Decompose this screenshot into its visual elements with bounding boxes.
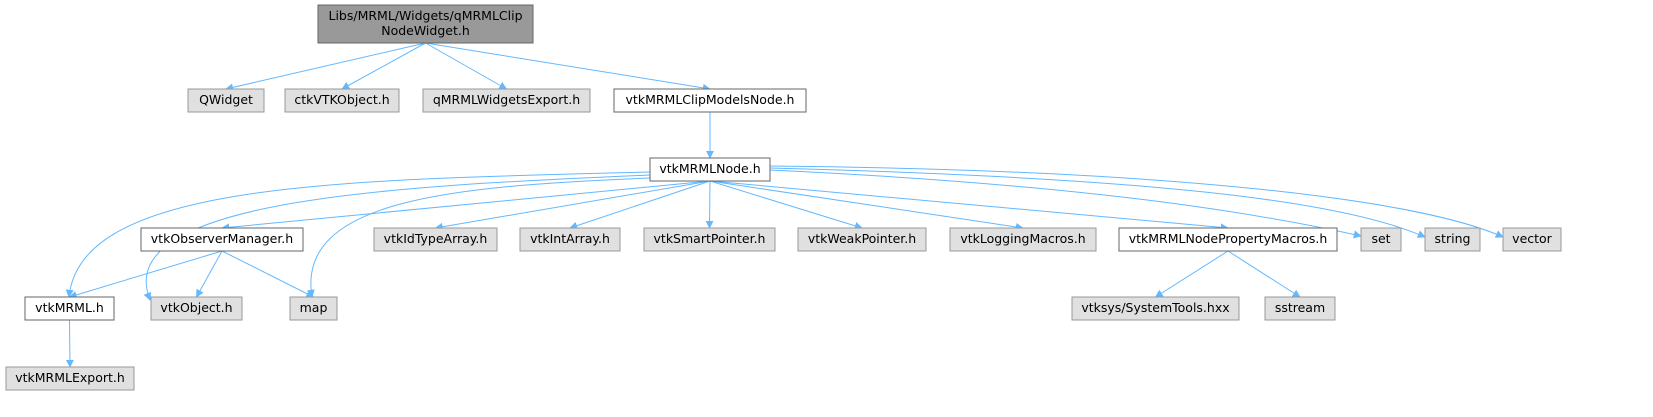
node-qmrmlwidgetsexport[interactable]: qMRMLWidgetsExport.h: [422, 88, 591, 113]
node-box: [1264, 296, 1336, 321]
edge-vtkmrmlnode-to-vtkobservermanager: [221, 180, 711, 232]
node-vtkmrmlnode[interactable]: vtkMRMLNode.h: [649, 157, 771, 182]
node-set[interactable]: set: [1360, 227, 1402, 252]
edges-layer: [65, 42, 1504, 368]
node-box: [1360, 227, 1402, 252]
node-sstream[interactable]: sstream: [1264, 296, 1336, 321]
nodes-layer: Libs/MRML/Widgets/qMRMLClipNodeWidget.hQ…: [5, 4, 1562, 391]
node-label: vtkMRML.h: [35, 300, 104, 315]
edge-root-to-qmrmlwidgetsexport: [425, 42, 508, 90]
edge-vtkmrmlnode-to-map: [306, 177, 651, 298]
node-label: vtkIntArray.h: [530, 231, 610, 246]
node-label: vtkIdTypeArray.h: [384, 231, 488, 246]
node-label: map: [300, 300, 328, 315]
node-label: vtksys/SystemTools.hxx: [1081, 300, 1229, 315]
node-vtkobservermanager[interactable]: vtkObserverManager.h: [140, 227, 304, 252]
edge-vtkmrmlnode-to-vtkintarray: [569, 180, 711, 230]
node-vtkloggingmacros[interactable]: vtkLoggingMacros.h: [949, 227, 1097, 252]
node-box: [1071, 296, 1240, 321]
edge-vtkmrmlnode-to-vtkmrmlnodepropertymacros: [709, 180, 1229, 232]
node-box: [1424, 227, 1481, 252]
node-vtksmartpointer[interactable]: vtkSmartPointer.h: [643, 227, 776, 252]
edge-root-to-vtkmrmlclipmodelsnode: [425, 42, 711, 92]
node-box: [317, 4, 534, 44]
edge-vtkobservermanager-to-vtkobject: [196, 250, 223, 298]
node-box: [187, 88, 265, 113]
node-box: [24, 296, 115, 321]
node-label: sstream: [1275, 300, 1325, 315]
node-map[interactable]: map: [289, 296, 338, 321]
edge-vtkmrmlnodepropertymacros-to-sstream: [1227, 250, 1301, 298]
node-string[interactable]: string: [1424, 227, 1481, 252]
node-label: string: [1435, 231, 1471, 246]
node-label: ctkVTKObject.h: [294, 92, 389, 107]
edge-vtkobservermanager-to-map: [221, 250, 315, 298]
edge-vtkmrmlnode-to-vtkidtypearray: [434, 180, 711, 231]
node-label: vtkMRMLExport.h: [15, 370, 125, 385]
node-label: vtkMRMLNode.h: [659, 161, 760, 176]
node-label: set: [1371, 231, 1390, 246]
node-box: [1118, 227, 1338, 252]
node-label: vtkLoggingMacros.h: [960, 231, 1085, 246]
edge-vtkmrmlnodepropertymacros-to-vtksystools: [1154, 250, 1229, 298]
node-vtkmrmlnodepropertymacros[interactable]: vtkMRMLNodePropertyMacros.h: [1118, 227, 1338, 252]
node-label: NodeWidget.h: [381, 23, 470, 38]
edge-vtkmrmlnode-to-vtkweakpointer: [709, 180, 863, 230]
node-box: [643, 227, 776, 252]
node-vtkmrmlexport[interactable]: vtkMRMLExport.h: [5, 366, 135, 391]
node-box: [422, 88, 591, 113]
node-box: [289, 296, 338, 321]
edge-root-to-qwidget: [225, 42, 426, 92]
node-box: [519, 227, 621, 252]
node-box: [5, 366, 135, 391]
edge-vtkmrmlnode-to-vtkloggingmacros: [709, 180, 1024, 231]
node-label: vtkMRMLClipModelsNode.h: [626, 92, 795, 107]
edge-root-to-ctkvtkobject: [341, 42, 426, 90]
node-box: [150, 296, 243, 321]
node-box: [649, 157, 771, 182]
node-vector[interactable]: vector: [1502, 227, 1562, 252]
node-vtkintarray[interactable]: vtkIntArray.h: [519, 227, 621, 252]
node-qwidget[interactable]: QWidget: [187, 88, 265, 113]
node-box: [284, 88, 400, 113]
node-box: [373, 227, 498, 252]
node-label: vtkSmartPointer.h: [654, 231, 766, 246]
edge-vtkobservermanager-to-vtkmrml: [68, 250, 223, 299]
node-label: QWidget: [199, 92, 253, 107]
edge-vtkmrmlnode-to-vector: [769, 165, 1504, 238]
node-ctkvtkobject[interactable]: ctkVTKObject.h: [284, 88, 400, 113]
node-label: vtkWeakPointer.h: [808, 231, 916, 246]
node-vtkidtypearray[interactable]: vtkIdTypeArray.h: [373, 227, 498, 252]
node-label: vector: [1512, 231, 1553, 246]
node-box: [613, 88, 807, 113]
edge-vtkmrmlnode-to-vtkobject: [143, 174, 651, 301]
node-vtkobject[interactable]: vtkObject.h: [150, 296, 243, 321]
edge-vtkmrmlnode-to-string: [769, 167, 1426, 238]
node-vtkmrmlclipmodelsnode[interactable]: vtkMRMLClipModelsNode.h: [613, 88, 807, 113]
edge-vtkmrmlnode-to-vtkmrml: [65, 171, 651, 298]
node-label: qMRMLWidgetsExport.h: [433, 92, 580, 107]
node-vtkmrml[interactable]: vtkMRML.h: [24, 296, 115, 321]
node-box: [949, 227, 1097, 252]
edge-vtkmrmlnode-to-set: [769, 169, 1362, 239]
node-label: Libs/MRML/Widgets/qMRMLClip: [328, 8, 522, 23]
node-box: [1502, 227, 1562, 252]
edge-vtkmrml-to-vtkmrmlexport: [65, 319, 74, 368]
node-label: vtkMRMLNodePropertyMacros.h: [1129, 231, 1328, 246]
node-label: vtkObserverManager.h: [151, 231, 293, 246]
node-box: [797, 227, 927, 252]
node-label: vtkObject.h: [160, 300, 232, 315]
node-box: [140, 227, 304, 252]
edge-vtkmrmlnode-to-vtksmartpointer: [705, 180, 714, 229]
node-vtkweakpointer[interactable]: vtkWeakPointer.h: [797, 227, 927, 252]
node-vtksystools[interactable]: vtksys/SystemTools.hxx: [1071, 296, 1240, 321]
